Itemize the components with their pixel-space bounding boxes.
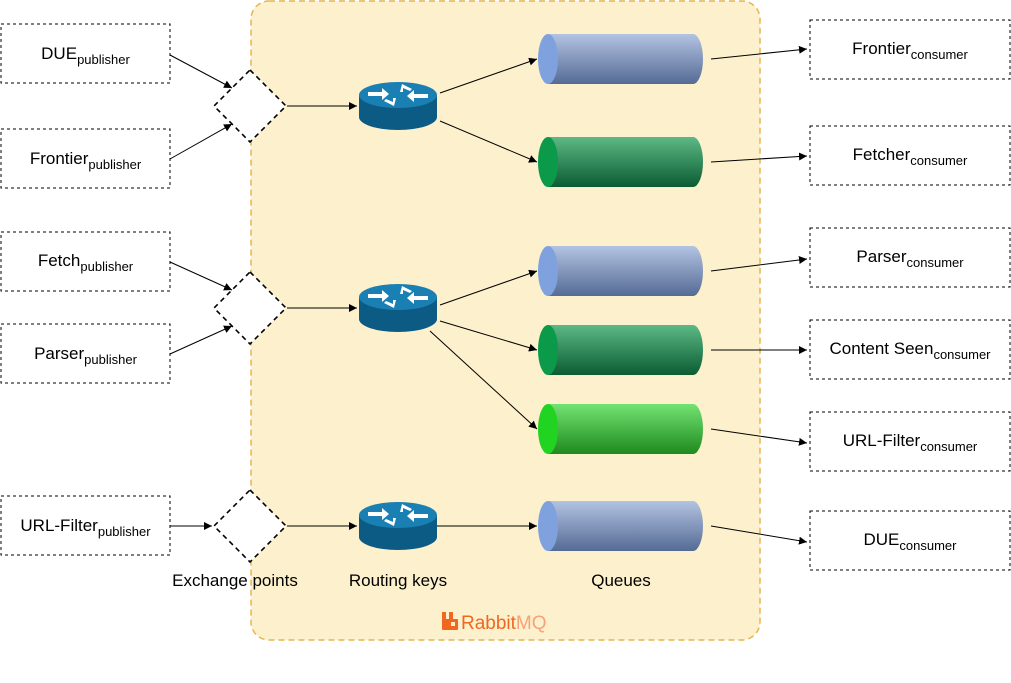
svg-text:Frontierpublisher: Frontierpublisher bbox=[30, 149, 142, 172]
queue-fetcher bbox=[538, 137, 703, 187]
queue-frontier bbox=[538, 34, 703, 84]
svg-text:Frontierconsumer: Frontierconsumer bbox=[852, 39, 968, 62]
router-icon-2 bbox=[359, 284, 437, 332]
svg-text:Fetcherconsumer: Fetcherconsumer bbox=[853, 145, 968, 168]
consumer-box-fetcher: Fetcherconsumer bbox=[809, 125, 1011, 186]
router-icon-3 bbox=[359, 502, 437, 550]
publisher-suffix: publisher bbox=[88, 157, 141, 172]
caption-routing-keys: Routing keys bbox=[349, 571, 447, 590]
publisher-name: DUE bbox=[41, 44, 77, 63]
svg-text:URL-Filterpublisher: URL-Filterpublisher bbox=[20, 516, 151, 539]
publisher-suffix: publisher bbox=[98, 524, 151, 539]
consumer-box-frontier: Frontierconsumer bbox=[809, 19, 1011, 80]
svg-text:DUEconsumer: DUEconsumer bbox=[864, 530, 958, 553]
rabbitmq-logo-icon bbox=[442, 612, 458, 630]
consumer-name: DUE bbox=[864, 530, 900, 549]
consumer-suffix: consumer bbox=[899, 538, 957, 553]
publisher-box-fetch: Fetchpublisher bbox=[0, 231, 171, 292]
publisher-name: Parser bbox=[34, 344, 84, 363]
queue-content-seen bbox=[538, 325, 703, 375]
caption-exchange-points: Exchange points bbox=[172, 571, 298, 590]
consumer-name: Content Seen bbox=[829, 339, 933, 358]
publisher-suffix: publisher bbox=[77, 52, 130, 67]
svg-text:Parserpublisher: Parserpublisher bbox=[34, 344, 138, 367]
publisher-name: URL-Filter bbox=[20, 516, 98, 535]
consumer-name: Frontier bbox=[852, 39, 911, 58]
consumer-box-due: DUEconsumer bbox=[809, 510, 1011, 571]
rabbitmq-logo: RabbitMQ bbox=[442, 612, 547, 634]
publisher-suffix: publisher bbox=[80, 259, 133, 274]
consumer-suffix: consumer bbox=[910, 153, 968, 168]
svg-text:URL-Filterconsumer: URL-Filterconsumer bbox=[843, 431, 978, 454]
publisher-name: Frontier bbox=[30, 149, 89, 168]
publisher-suffix: publisher bbox=[84, 352, 137, 367]
consumer-name: Parser bbox=[856, 247, 906, 266]
queue-parser bbox=[538, 246, 703, 296]
consumer-box-content-seen: Content Seenconsumer bbox=[809, 319, 1011, 380]
rabbitmq-logo-text: RabbitMQ bbox=[461, 613, 547, 634]
publisher-box-url-filter: URL-Filterpublisher bbox=[0, 495, 171, 556]
exchange-point-3 bbox=[212, 488, 288, 564]
consumer-suffix: consumer bbox=[907, 255, 965, 270]
svg-text:Parserconsumer: Parserconsumer bbox=[856, 247, 964, 270]
router-icon-1 bbox=[359, 82, 437, 130]
queue-url-filter bbox=[538, 404, 703, 454]
connector-arrows bbox=[169, 45, 808, 545]
publisher-box-due: DUEpublisher bbox=[0, 23, 171, 84]
consumer-box-parser: Parserconsumer bbox=[809, 227, 1011, 288]
svg-text:Fetchpublisher: Fetchpublisher bbox=[38, 251, 134, 274]
svg-text:DUEpublisher: DUEpublisher bbox=[41, 44, 130, 67]
publisher-name: Fetch bbox=[38, 251, 81, 270]
publisher-box-parser: Parserpublisher bbox=[0, 323, 171, 384]
consumer-suffix: consumer bbox=[911, 47, 969, 62]
consumer-name: URL-Filter bbox=[843, 431, 921, 450]
consumer-box-url-filter: URL-Filterconsumer bbox=[809, 411, 1011, 472]
consumer-suffix: consumer bbox=[933, 347, 991, 362]
caption-queues: Queues bbox=[591, 571, 651, 590]
publisher-box-frontier: Frontierpublisher bbox=[0, 128, 171, 189]
consumer-suffix: consumer bbox=[920, 439, 978, 454]
svg-text:Content Seenconsumer: Content Seenconsumer bbox=[829, 339, 991, 362]
consumer-name: Fetcher bbox=[853, 145, 911, 164]
queue-due bbox=[538, 501, 703, 551]
